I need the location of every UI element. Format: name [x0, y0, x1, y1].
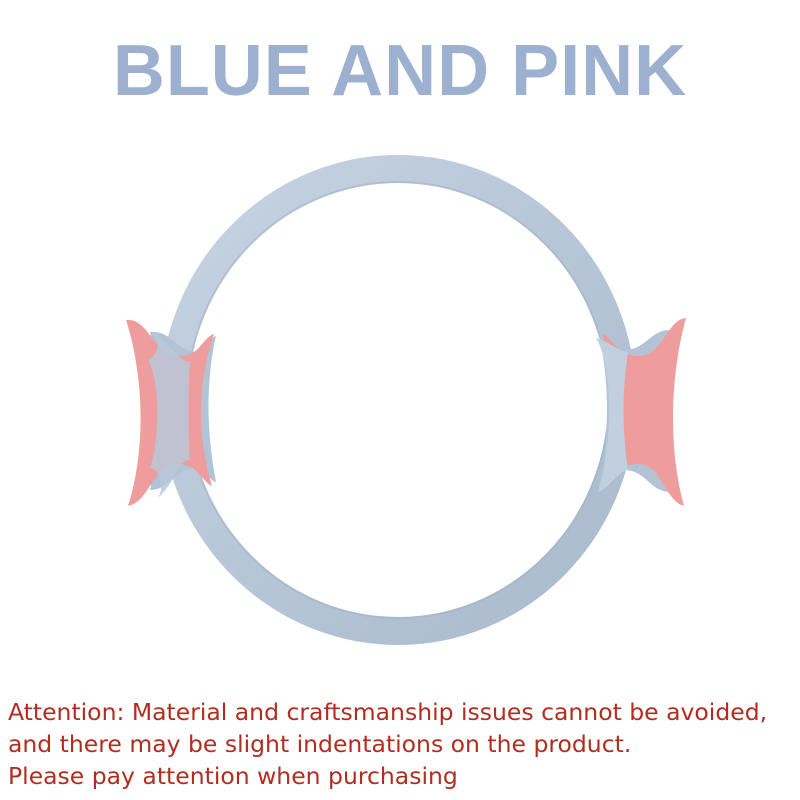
notice-line: Attention: Material and craftsmanship is… — [8, 698, 768, 726]
product-color-title: BLUE AND PINK — [112, 31, 688, 111]
purchase-notice: Attention: Material and craftsmanship is… — [8, 696, 798, 792]
right-handle — [596, 318, 686, 506]
right-handle-blue-inner — [596, 338, 628, 492]
ring-body — [160, 155, 636, 645]
notice-line: Please pay attention when purchasing — [8, 762, 458, 790]
left-handle-blue-inner — [148, 332, 190, 498]
left-handle — [126, 319, 216, 506]
ring-inner-shadow — [186, 181, 610, 619]
notice-line: and there may be slight indentations on … — [8, 730, 632, 758]
